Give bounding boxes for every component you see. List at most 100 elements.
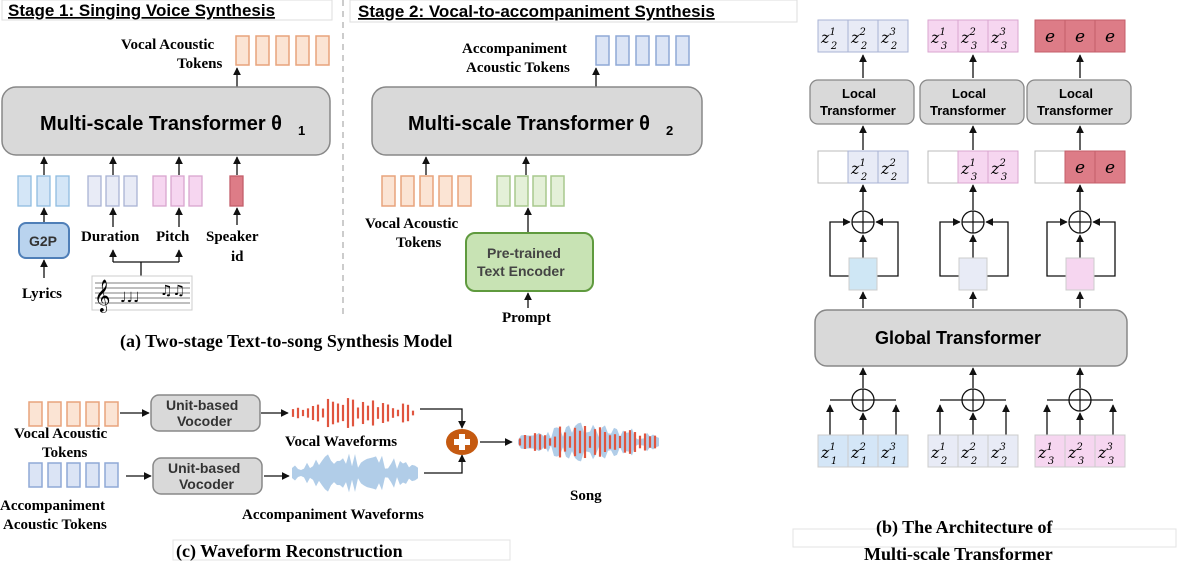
top-token: e	[1034, 19, 1066, 53]
g2p-box: G2P	[18, 222, 70, 259]
svg-text:e: e	[1105, 27, 1115, 47]
vocoder-2: Unit-based Vocoder	[152, 457, 263, 495]
vocal-waveform	[291, 398, 415, 428]
plus-node-icon	[961, 210, 985, 234]
duration-label: Duration	[81, 229, 140, 245]
music-score-icon: 𝄞 ♩♩♩ ♫♫	[91, 275, 193, 313]
global-output-token	[1065, 257, 1095, 291]
stage2-output-label-2: Acoustic Tokens	[466, 60, 570, 76]
top-token: e	[1064, 19, 1096, 53]
mid-token: e	[1064, 150, 1096, 184]
empty-token	[817, 150, 849, 184]
stage2-title: Stage 2: Vocal-to-accompaniment Synthesi…	[349, 0, 798, 23]
svg-text:Local: Local	[952, 86, 986, 101]
vocoder-1: Unit-based Vocoder	[150, 394, 261, 432]
svg-text:z11: z11	[820, 442, 837, 467]
speaker-label-2: id	[231, 249, 244, 265]
stage2-prompt-tokens	[496, 175, 565, 207]
plus-node-icon	[1068, 388, 1092, 412]
svg-text:z32: z32	[990, 442, 1007, 467]
plus-node-icon	[961, 388, 985, 412]
stage2-title-text: Stage 2: Vocal-to-accompaniment Synthesi…	[358, 2, 715, 21]
svg-text:z31: z31	[880, 442, 897, 467]
svg-text:Transformer: Transformer	[820, 103, 896, 118]
svg-text:z13: z13	[960, 158, 977, 183]
svg-text:z32: z32	[880, 27, 897, 52]
global-output-token	[958, 257, 988, 291]
stage2-output-tokens	[595, 35, 690, 66]
svg-text:z33: z33	[990, 27, 1007, 52]
stage2-vocal-label-2: Tokens	[396, 235, 441, 251]
svg-text:z13: z13	[930, 27, 947, 52]
vocal-tokens-label-2: Tokens	[42, 445, 87, 461]
svg-text:𝄞: 𝄞	[94, 279, 111, 313]
vocal-tokens-label-1: Vocal Acoustic	[14, 426, 108, 442]
svg-text:z22: z22	[850, 27, 867, 52]
stage1-title: Stage 1: Singing Voice Synthesis	[1, 0, 333, 21]
stage1-transformer-label: Multi-scale Transformer θ	[40, 113, 282, 135]
text-encoder-label-1: Pre-trained	[487, 245, 561, 261]
stage1-output-label-1: Vocal Acoustic	[121, 37, 215, 53]
acc-tokens-c	[28, 462, 119, 488]
song-label: Song	[570, 488, 602, 504]
stage2-vocal-label-1: Vocal Acoustic	[365, 216, 459, 232]
text-encoder-box: Pre-trained Text Encoder	[465, 232, 594, 292]
global-transformer-label: Global Transformer	[875, 328, 1041, 348]
stage2-output-label-1: Accompaniment	[462, 41, 567, 57]
svg-text:z13: z13	[1037, 442, 1054, 467]
svg-text:z12: z12	[930, 442, 947, 467]
mid-token: e	[1094, 150, 1126, 184]
stage2-transformer-sub: 2	[666, 123, 673, 138]
acc-waveforms-label: Accompaniment Waveforms	[242, 507, 424, 523]
svg-text:e: e	[1075, 27, 1085, 47]
acc-tokens-label-2: Acoustic Tokens	[3, 517, 107, 533]
speaker-label-1: Speaker	[206, 229, 259, 245]
stage1-transformer-sub: 1	[298, 123, 305, 138]
lyrics-label: Lyrics	[22, 286, 62, 302]
pitch-label: Pitch	[156, 229, 190, 245]
caption-c: (c) Waveform Reconstruction	[176, 541, 403, 562]
svg-text:e: e	[1075, 158, 1085, 178]
svg-text:z23: z23	[990, 158, 1007, 183]
text-encoder-label-2: Text Encoder	[477, 263, 565, 279]
accompaniment-waveform	[292, 453, 418, 493]
global-transformer: Global Transformer	[814, 309, 1128, 367]
svg-text:z12: z12	[850, 158, 867, 183]
svg-text:z23: z23	[960, 27, 977, 52]
caption-b-1: (b) The Architecture of	[876, 517, 1053, 538]
svg-text:♫♫: ♫♫	[160, 283, 185, 299]
stage1-transformer: Multi-scale Transformer θ 1	[1, 86, 331, 156]
lyrics-tokens	[17, 175, 70, 207]
svg-text:Local: Local	[1059, 86, 1093, 101]
prompt-label: Prompt	[502, 310, 551, 326]
acc-tokens-label-1: Accompaniment	[0, 498, 105, 514]
svg-text:Transformer: Transformer	[1037, 103, 1113, 118]
plus-icon	[446, 429, 478, 455]
global-output-token	[848, 257, 878, 291]
stage1-title-text: Stage 1: Singing Voice Synthesis	[8, 1, 275, 20]
caption-b-2: Multi-scale Transformer	[864, 544, 1053, 564]
plus-node-icon	[851, 210, 875, 234]
vocoder-2-label-b: Vocoder	[179, 476, 235, 492]
svg-text:z22: z22	[880, 158, 897, 183]
